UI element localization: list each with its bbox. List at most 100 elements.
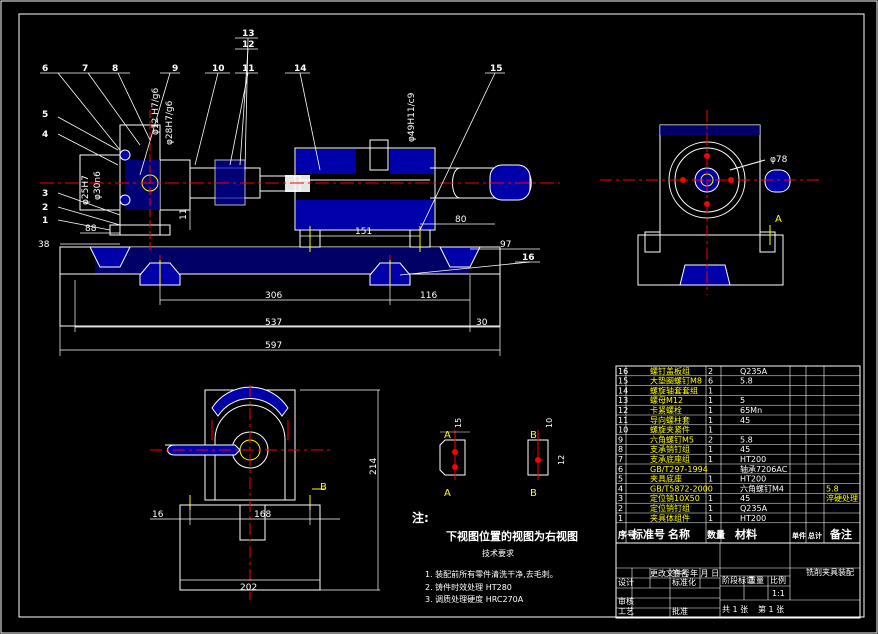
bom-cell-qty: 1 — [708, 455, 713, 464]
dim-38: 38 — [38, 240, 50, 250]
front-view — [40, 110, 560, 327]
side-view: φ78 A — [600, 110, 820, 295]
dim-597: 597 — [265, 341, 282, 351]
tb-date: 年 月 日 — [690, 568, 719, 578]
dim-30: 30 — [476, 318, 488, 328]
detail-dim-10: 10 — [545, 418, 554, 428]
bom-cell-qty: 1 — [708, 426, 713, 435]
note-3: 3. 调质处理硬度 HRC270A — [425, 594, 524, 604]
tb-scale: 比例 — [770, 575, 786, 585]
bom-cell-no: 9 — [618, 435, 623, 444]
bom-cell-no: 8 — [618, 445, 623, 454]
part-number-2: 2 — [42, 203, 48, 213]
tb-sheets-total: 共 1 张 — [722, 605, 748, 614]
part-number-3: 3 — [42, 189, 48, 199]
bom-cell-mat: 45 — [740, 445, 750, 454]
bom-header-std: 标准号 — [631, 527, 665, 541]
bom-cell-no: 16 — [618, 367, 628, 376]
detail-dim-15: 15 — [454, 418, 463, 428]
detail-dim-12: 12 — [557, 455, 566, 465]
inner-frame — [18, 13, 865, 618]
part-number-12: 12 — [242, 40, 255, 50]
tb-approve: 批准 — [672, 606, 688, 616]
detail-a-top: A — [444, 430, 451, 441]
part-number-14: 14 — [294, 64, 307, 74]
part-number-7: 7 — [82, 64, 88, 74]
bom-cell-no: 10 — [618, 426, 628, 435]
part-number-8: 8 — [112, 64, 118, 74]
bom-cell-qty: 1 — [708, 504, 713, 513]
bom-cell-name: 支承销钉组 — [650, 444, 690, 454]
dim-78: φ78 — [770, 155, 788, 165]
bom-cell-qty: 1 — [708, 396, 713, 405]
tb-scale-val: 1:1 — [772, 589, 785, 598]
marker-a-side: A — [775, 214, 782, 225]
note-sub: 技术要求 — [482, 548, 514, 558]
fit-label-5: φ30n6 — [93, 171, 103, 200]
bom-header-w1: 单件 — [792, 531, 806, 540]
bom-cell-name: 六角螺钉M5 — [650, 434, 694, 444]
bom-cell-mat: 45 — [740, 416, 750, 425]
part-number-15: 15 — [490, 64, 503, 74]
fit-label-1: φ12 H7/g6 — [151, 88, 161, 135]
front-dimensions — [59, 200, 540, 356]
bom-cell-name: 导向螺柱套 — [650, 415, 690, 425]
bom-cell-no: 4 — [618, 484, 623, 493]
bom-cell-name: 定位销10X50 — [650, 493, 700, 503]
bom-cell-no: 12 — [618, 406, 628, 415]
bom-cell-mat: 5.8 — [740, 377, 753, 386]
bom-cell-mat: 5.8 — [740, 435, 753, 444]
note-1: 1. 装配前所有零件清洗干净,去毛刺。 — [425, 569, 558, 579]
bom-cell-no: 15 — [618, 377, 628, 386]
bom-cell-qty: 1 — [708, 416, 713, 425]
dim-151: 151 — [355, 227, 372, 237]
bom-cell-mat: 65Mn — [740, 406, 762, 415]
bom-cell-no: 13 — [618, 396, 628, 405]
bom-cell-qty: 1 — [708, 406, 713, 415]
bom-cell-no: 1 — [618, 514, 623, 523]
tb-weight: 重量 — [748, 575, 764, 585]
bom-cell-mat: 45 — [740, 494, 750, 503]
bom-header-name: 名称 — [668, 527, 690, 541]
dim-97: 97 — [500, 240, 511, 250]
fit-label-3: φ49H11/c9 — [407, 92, 417, 142]
fit-label-2: φ28H7/g6 — [165, 100, 175, 145]
tb-designer: 设计 — [618, 577, 634, 587]
bom-cell-name: 定位销钉组 — [650, 503, 690, 513]
detail-views: A A 15 B B 10 12 — [439, 418, 566, 499]
part-leaders — [40, 37, 540, 276]
dim-168: 168 — [254, 510, 271, 520]
bottom-view: 214 16 168 202 B — [150, 385, 380, 600]
bom-cell-qty: 1 — [708, 494, 713, 503]
title-block — [616, 543, 860, 618]
part-number-11: 11 — [242, 64, 255, 74]
bom-cell-mat: Q235A — [740, 504, 768, 513]
dim-214: 214 — [369, 458, 379, 475]
bom-cell-no: 3 — [618, 494, 623, 503]
bom-cell-no: 11 — [618, 416, 628, 425]
bom-cell-qty: 6 — [708, 377, 713, 386]
tb-std: 标准化 — [672, 577, 696, 587]
part-number-1: 1 — [42, 216, 48, 226]
note-head: 注: — [412, 510, 429, 525]
bom-cell-qty: 1 — [708, 514, 713, 523]
part-number-13: 13 — [242, 29, 255, 39]
bom-cell-mat: 轴承7206AC — [740, 464, 788, 474]
dim-537: 537 — [265, 318, 282, 328]
tb-drawing-name: 铣削夹具装配 — [806, 567, 854, 577]
bom-cell-mat: 六角螺钉M4 — [740, 483, 784, 493]
bom-cell-mat: HT200 — [740, 455, 766, 464]
bom-cell-mat: Q235A — [740, 367, 768, 376]
fit-annotations: φ12 H7/g6 φ28H7/g6 φ49H11/c9 φ25H7 φ30n6 — [81, 88, 417, 205]
front-dimension-texts: 88 38 11 151 80 97 306 116 537 30 597 — [38, 209, 511, 351]
dim-11: 11 — [179, 209, 189, 220]
bom-cell-name: 大垫圈螺钉M8 — [650, 376, 702, 386]
part-number-6: 6 — [42, 64, 48, 74]
tb-sign: 签名 — [672, 568, 688, 578]
bom-cell-name: 螺旋轴套套组 — [650, 385, 698, 395]
bom-cell-name: GB/T5872-2000 — [650, 484, 713, 493]
bom-cell-name: GB/T297-1994 — [650, 465, 708, 474]
